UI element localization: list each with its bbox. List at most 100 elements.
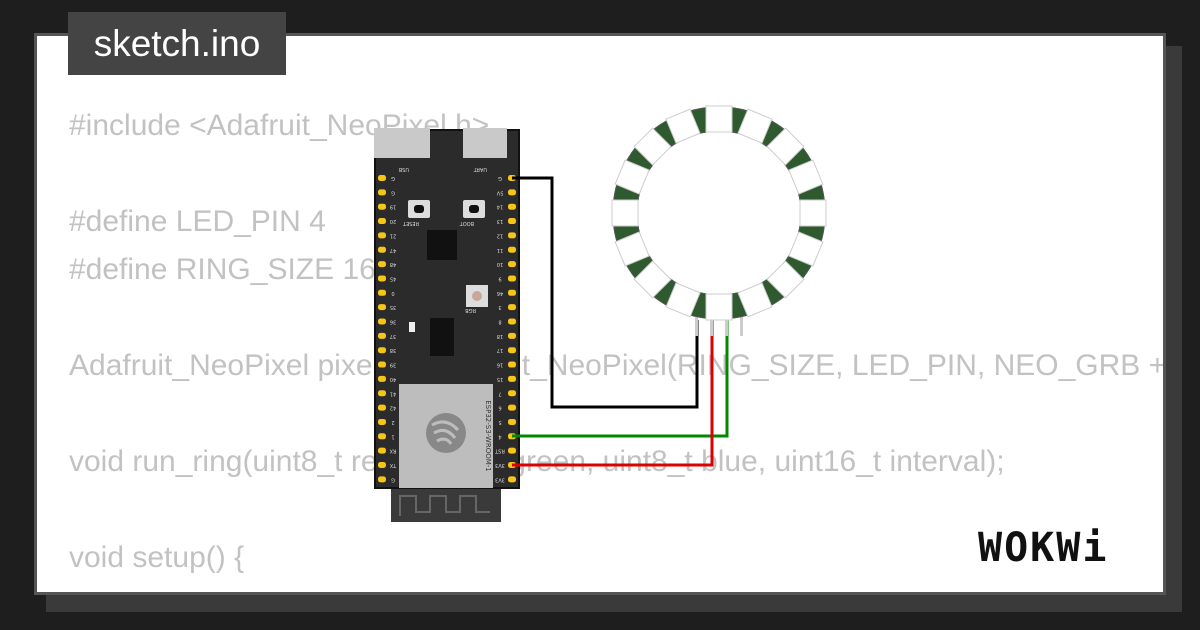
ring-pixel[interactable] [788, 159, 824, 195]
right-pin-pad[interactable] [508, 332, 516, 339]
reset-button-cap[interactable] [414, 205, 424, 213]
right-pin-label: 13 [497, 218, 503, 224]
ring-pixel[interactable] [788, 231, 824, 267]
right-pin-pad[interactable] [508, 275, 516, 282]
boot-button-cap[interactable] [469, 205, 479, 213]
left-pin-label: 38 [390, 347, 396, 353]
left-pin-pad[interactable] [378, 332, 386, 339]
left-pin-label: 2 [391, 419, 394, 425]
right-pin-pad[interactable] [508, 203, 516, 210]
right-pin-pad[interactable] [508, 361, 516, 368]
right-pin-pad[interactable] [508, 261, 516, 268]
ring-pixel[interactable] [799, 199, 827, 227]
right-pin-pad[interactable] [508, 390, 516, 397]
ring-pixel[interactable] [766, 127, 805, 166]
left-pin-pad[interactable] [378, 375, 386, 382]
left-pin-pad[interactable] [378, 347, 386, 354]
usb-port[interactable] [374, 128, 430, 158]
right-pin-pad[interactable] [508, 218, 516, 225]
left-pin-pad[interactable] [378, 390, 386, 397]
left-pin-pad[interactable] [378, 189, 386, 196]
left-pin-pad[interactable] [378, 476, 386, 483]
ring-pixel[interactable] [614, 159, 650, 195]
left-pin-pad[interactable] [378, 361, 386, 368]
module-label: ESP32-S3-WROOM-1 [484, 400, 492, 471]
file-tab[interactable]: sketch.ino [68, 12, 286, 75]
ring-pixel[interactable] [705, 293, 733, 321]
right-pin-label: 15 [497, 376, 503, 382]
ring-pin-gnd[interactable] [695, 314, 698, 336]
ring-pixel[interactable] [633, 260, 672, 299]
right-pin-label: 3 [498, 304, 501, 310]
ring-pin-dout[interactable] [740, 314, 743, 336]
left-pin-pad[interactable] [378, 318, 386, 325]
left-pin-pad[interactable] [378, 418, 386, 425]
right-pin-label: 7 [498, 390, 501, 396]
left-pin-pad[interactable] [378, 203, 386, 210]
right-pin-label: 17 [497, 347, 503, 353]
left-pin-pad[interactable] [378, 289, 386, 296]
right-pin-pad[interactable] [508, 189, 516, 196]
left-pin-pad[interactable] [378, 462, 386, 468]
ring-pixel[interactable] [737, 282, 773, 318]
left-pin-label: 36 [390, 319, 396, 325]
ring-pixel[interactable] [705, 105, 733, 133]
right-pin-pad[interactable] [508, 304, 516, 311]
left-pin-pad[interactable] [378, 232, 386, 239]
power-wire[interactable] [512, 320, 714, 467]
left-pin-pad[interactable] [378, 447, 386, 454]
right-pin-pad[interactable] [508, 404, 516, 411]
espressif-logo-icon [426, 413, 466, 453]
right-pin-pad[interactable] [508, 246, 516, 253]
ring-pixel[interactable] [633, 127, 672, 166]
boot-label: BOOT [459, 220, 474, 226]
uart-port[interactable] [463, 128, 507, 158]
right-pin-pad[interactable] [508, 347, 516, 354]
right-pin-label: 10 [497, 261, 503, 267]
right-pin-label: 3V3 [495, 476, 505, 482]
neopixel-ring[interactable] [611, 105, 827, 336]
right-pin-label: RST [494, 448, 505, 454]
left-pin-pad[interactable] [378, 404, 386, 411]
left-pin-pad[interactable] [378, 433, 386, 440]
left-pin-label: RX [389, 448, 396, 454]
left-pin-label: 35 [390, 304, 396, 310]
right-pin-label: 46 [497, 290, 503, 296]
right-pin-label: 14 [497, 204, 503, 210]
right-pin-label: 5 [498, 419, 501, 425]
ground-wire[interactable] [512, 176, 699, 409]
ring-pixel[interactable] [665, 282, 701, 318]
right-pin-pad[interactable] [508, 232, 516, 239]
left-pin-label: 40 [390, 376, 396, 382]
reset-label: RESET [402, 220, 419, 226]
left-pin-pad[interactable] [378, 246, 386, 253]
rgb-led-lens [472, 291, 482, 301]
ring-pixel[interactable] [611, 199, 639, 227]
left-pin-label: 48 [390, 261, 396, 267]
ring-pixel[interactable] [665, 108, 701, 144]
left-pin-pad[interactable] [378, 261, 386, 268]
right-pin-pad[interactable] [508, 375, 516, 382]
ring-pin-vcc[interactable] [710, 314, 713, 336]
ring-pixel[interactable] [614, 231, 650, 267]
right-pin-pad[interactable] [508, 289, 516, 296]
esp32-s3-devkit[interactable]: USB UART RESET BOOT RGB ESP32-S3-WROOM-1… [374, 128, 520, 522]
ring-pixel[interactable] [766, 260, 805, 299]
left-pin-label: G [391, 476, 395, 482]
rgb-label: RGB [465, 307, 476, 313]
data-wire[interactable] [512, 320, 729, 438]
left-pin-pad[interactable] [378, 218, 386, 225]
code-line: #define LED_PIN 4 [69, 205, 326, 238]
right-pin-pad[interactable] [508, 476, 516, 483]
right-pin-pad[interactable] [508, 318, 516, 325]
ring-pin-din[interactable] [725, 314, 728, 336]
right-pin-pad[interactable] [508, 447, 516, 454]
left-pin-pad[interactable] [378, 275, 386, 282]
left-pin-label: 37 [390, 333, 396, 339]
usb-chip [427, 230, 457, 260]
left-pin-pad[interactable] [378, 304, 386, 311]
ring-pixel[interactable] [737, 108, 773, 144]
left-pin-pad[interactable] [378, 175, 386, 181]
right-pin-pad[interactable] [508, 418, 516, 425]
